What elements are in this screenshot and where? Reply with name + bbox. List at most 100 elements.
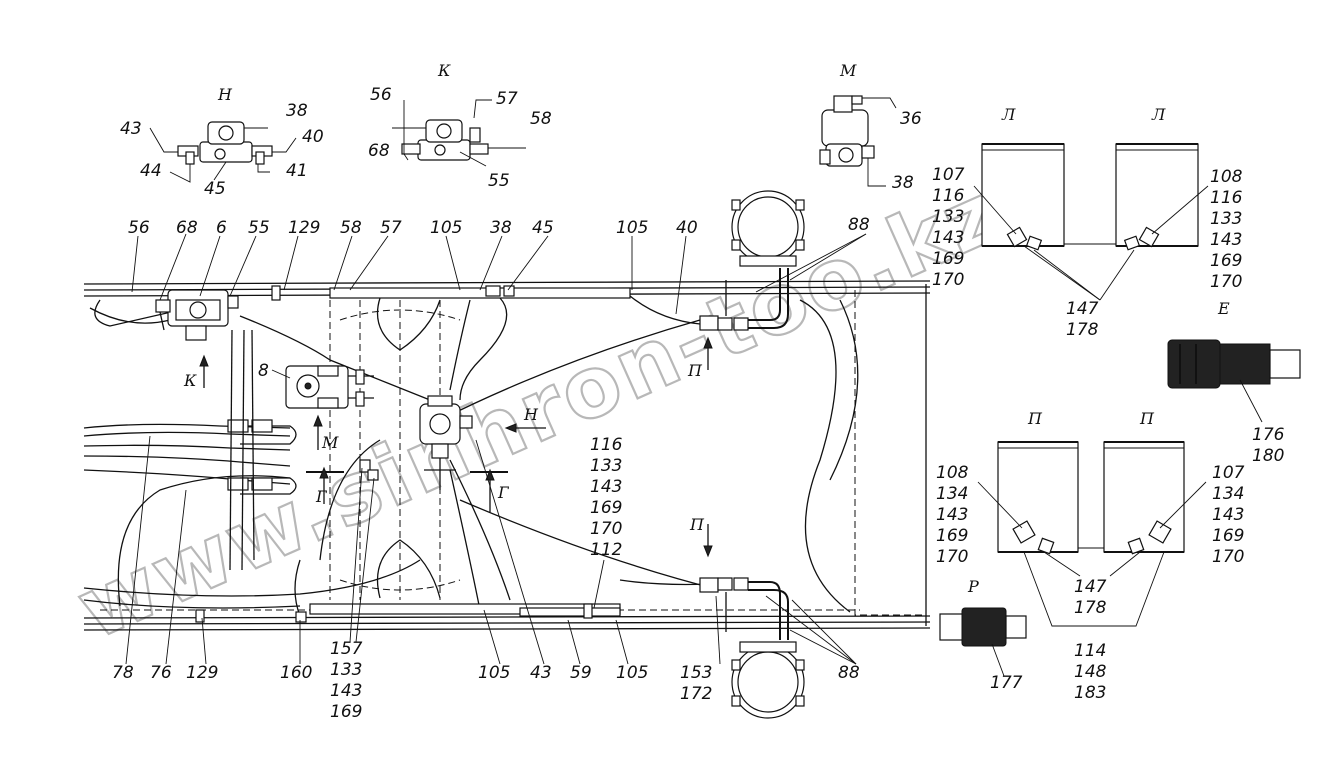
part-number: 105 [478,663,510,683]
coupling-fittings [195,285,593,623]
part-number: 177 [990,673,1023,693]
part-number: 170 [936,547,968,567]
valve-6 [155,289,239,341]
part-number: 57 [496,89,518,109]
part-number: 40 [676,218,698,238]
part-number: 38 [286,101,308,121]
part-number: 169 [1210,251,1242,271]
arrow-m-label: М [321,433,339,452]
part-number: 105 [616,218,648,238]
brake-chamber-upper [731,190,805,267]
section-n-title: Н [217,85,233,104]
detail-view-m [819,95,897,187]
section-e-title: Е [1217,299,1230,318]
part-number: 45 [204,179,226,199]
part-number: 160 [280,663,312,683]
detail-view-r-coupling [939,607,1027,677]
part-number: 176 [1252,425,1285,445]
part-number: 44 [140,161,162,181]
part-number: 114 [1074,641,1106,661]
part-number: 116 [1210,188,1243,208]
rear-valve-upper [699,268,789,331]
detail-view-k [392,99,526,167]
part-number: 108 [936,463,969,483]
part-number: 180 [1252,446,1284,466]
part-number: 116 [590,435,623,455]
arrow-p-up-label: П [687,361,703,380]
part-number: 153 [680,663,712,683]
part-number: 76 [150,663,172,683]
arrow-n-label: Н [523,405,539,424]
part-number: 183 [1074,683,1106,703]
part-number: 58 [340,218,362,238]
part-number: 43 [120,119,142,139]
part-number: 178 [1066,320,1099,340]
part-number: 143 [590,477,622,497]
part-number: 169 [936,526,968,546]
detail-view-n [149,121,297,183]
section-p-left-title: П [1027,409,1043,428]
section-g-left-label: Г [315,487,328,506]
part-number: 172 [680,684,712,704]
part-number: 36 [900,109,922,129]
arrow-k-label: К [183,371,197,390]
part-number: 43 [530,663,552,683]
part-number: 107 [1212,463,1245,483]
part-number: 170 [1210,272,1242,292]
part-number: 143 [932,228,964,248]
part-number: 56 [370,85,392,105]
part-number: 58 [530,109,552,129]
part-number: 170 [590,519,622,539]
part-number: 169 [932,249,964,269]
part-number: 143 [330,681,362,701]
detail-view-p-right [1023,441,1207,627]
part-number: 147 [1074,577,1107,597]
arrow-p-down-label: П [689,515,705,534]
valve-n-center [419,395,473,490]
part-number: 170 [932,270,964,290]
part-number: 143 [1212,505,1244,525]
section-arrows [199,336,713,558]
part-number: 45 [532,218,554,238]
part-number: 112 [590,540,622,560]
leader-lines [125,233,867,665]
part-number: 129 [186,663,218,683]
section-g-right-label: Г [497,483,510,502]
part-number: 134 [1212,484,1244,504]
part-number: 38 [892,173,914,193]
part-number: 107 [932,165,965,185]
section-m-title: М [839,61,857,80]
part-number: 169 [1212,526,1244,546]
part-number: 133 [330,660,362,680]
part-number: 57 [380,218,402,238]
rear-valve-lower [699,577,789,640]
part-number: 148 [1074,662,1107,682]
section-l-left-title: Л [1001,105,1016,124]
part-number: 133 [932,207,964,227]
part-number: 68 [368,141,390,161]
detail-view-l-right [1023,143,1209,301]
part-number: 143 [1210,230,1242,250]
part-number: 169 [330,702,362,722]
part-number: 129 [288,218,320,238]
part-number: 55 [488,171,510,191]
part-number: 78 [112,663,134,683]
part-number: 169 [590,498,622,518]
section-k-title: К [437,61,451,80]
part-number: 143 [936,505,968,525]
detail-view-p-left [977,441,1079,555]
detail-view-l-left [973,143,1065,251]
part-number: 88 [848,215,870,235]
part-number: 56 [128,218,150,238]
part-number: 59 [570,663,592,683]
detail-view-e-coupling [1167,339,1301,423]
part-number: 133 [590,456,622,476]
part-number: 134 [936,484,968,504]
part-number: 170 [1212,547,1244,567]
part-number: 105 [616,663,648,683]
part-number: 41 [286,161,308,181]
part-number: 116 [932,186,965,206]
section-r-title: Р [967,577,979,596]
part-number: 6 [216,218,227,238]
